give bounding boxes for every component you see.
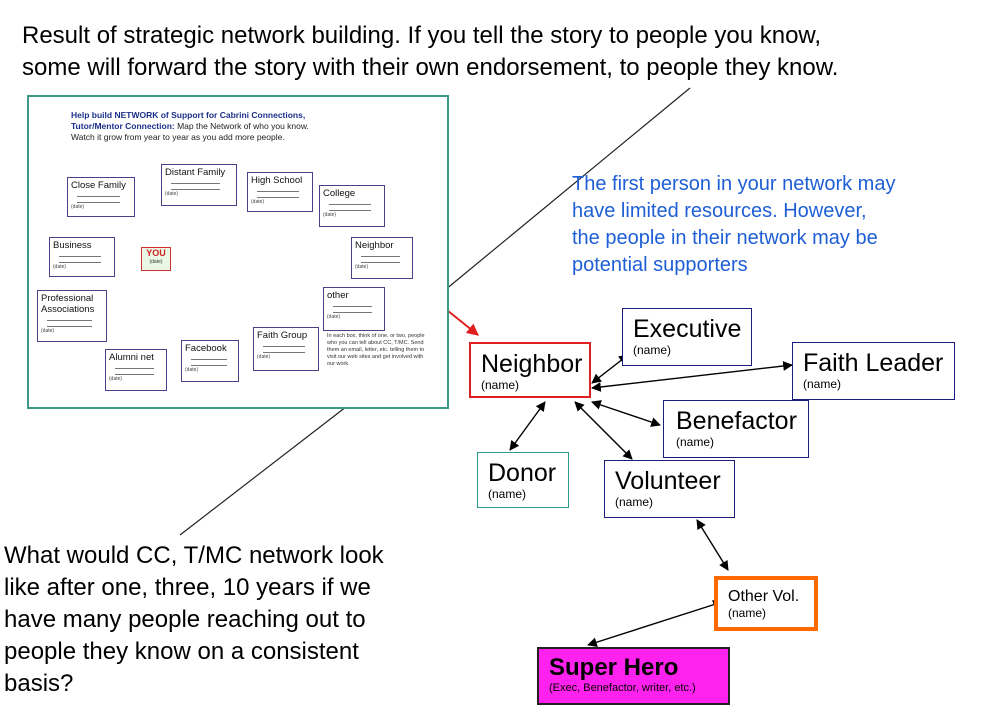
inset-box-close-family: Close Family (date) (67, 177, 135, 217)
node-name: (name) (615, 495, 654, 509)
worksheet-title-bold: Tutor/Mentor Connection: (71, 121, 175, 131)
inset-box-business: Business (date) (49, 237, 115, 277)
inset-box-facebook: Facebook (date) (181, 340, 239, 382)
date-label: (date) (71, 204, 85, 210)
callout-line-1: The first person in your network may (572, 173, 896, 195)
question-line-2: like after one, three, 10 years if we (4, 574, 371, 601)
node-name: (name) (676, 435, 715, 449)
inset-box-distant-family: Distant Family (date) (161, 164, 237, 206)
node-title: Neighbor (481, 350, 583, 378)
date-label: (date) (165, 191, 179, 197)
inset-box-neighbor: Neighbor (date) (351, 237, 413, 279)
network-node-super-hero: Super Hero (Exec, Benefactor, writer, et… (537, 647, 730, 705)
arrow-neighbor-volunteer (574, 401, 633, 460)
inset-box-college: College (date) (319, 185, 385, 227)
worksheet-title: Help build NETWORK of Support for Cabrin… (71, 110, 391, 143)
headline-line-2: some will forward the story with their o… (22, 54, 839, 81)
question-line-1: What would CC, T/MC network look (4, 542, 384, 569)
date-label: (date) (251, 199, 265, 205)
date-label: (date) (323, 212, 337, 218)
date-label: (date) (355, 264, 369, 270)
zoom-line-bottom (179, 399, 356, 536)
box-label: Alumni net (109, 352, 154, 363)
inset-box-other: other (date) (323, 287, 385, 331)
node-name: (name) (728, 606, 767, 620)
node-title: Benefactor (676, 407, 797, 435)
node-title: Donor (488, 459, 557, 487)
arrow-neighbor-donor (509, 401, 546, 451)
box-label: High School (251, 175, 303, 186)
network-node-neighbor: Neighbor (name) (469, 342, 591, 398)
network-node-faith-leader: Faith Leader (name) (792, 342, 955, 400)
node-name: (name) (803, 377, 842, 391)
box-label: Faith Group (257, 330, 308, 341)
box-label: other (327, 290, 349, 301)
node-name: (name) (481, 378, 520, 392)
date-label: (date) (41, 328, 55, 334)
node-title: Faith Leader (803, 349, 944, 377)
worksheet-instructions: In each box, think of one, or two, peopl… (327, 333, 425, 367)
arrow-neighbor-benefactor (591, 400, 661, 427)
box-label: Close Family (71, 180, 126, 191)
you-label: YOU (146, 248, 166, 258)
inset-box-professional: Professional Associations (date) (37, 290, 107, 342)
headline-line-1: Result of strategic network building. If… (22, 22, 822, 49)
you-date: (date) (149, 259, 163, 265)
date-label: (date) (257, 354, 271, 360)
question-line-3: have many people reaching out to (4, 606, 366, 633)
network-worksheet-inset: Help build NETWORK of Support for Cabrin… (27, 95, 449, 409)
callout-line-3: the people in their network may be (572, 227, 878, 249)
question-line-5: basis? (4, 670, 74, 697)
network-node-donor: Donor (name) (477, 452, 569, 508)
date-label: (date) (327, 314, 341, 320)
worksheet-title-line-1: Help build NETWORK of Support for Cabrin… (71, 110, 306, 120)
worksheet-title-rest: Map the Network of who you know. (174, 121, 309, 131)
network-node-other-vol: Other Vol. (name) (714, 576, 818, 631)
network-node-benefactor: Benefactor (name) (663, 400, 809, 458)
box-label: Distant Family (165, 167, 226, 178)
date-label: (date) (53, 264, 67, 270)
node-title: Executive (633, 315, 742, 343)
node-title: Other Vol. (728, 588, 800, 605)
inset-box-high-school: High School (date) (247, 172, 313, 212)
zoom-line-top (444, 87, 691, 291)
callout-line-4: potential supporters (572, 254, 748, 276)
network-node-volunteer: Volunteer (name) (604, 460, 735, 518)
you-node: YOU (date) (141, 247, 171, 271)
headline: Result of strategic network building. If… (22, 20, 922, 84)
inset-box-faith-group: Faith Group (date) (253, 327, 319, 371)
arrow-neighbor-faithleader (591, 361, 793, 392)
arrow-othervol-superhero (587, 600, 723, 647)
node-name: (name) (488, 487, 527, 501)
date-label: (date) (185, 367, 199, 373)
node-title: Volunteer (615, 467, 721, 495)
date-label: (date) (109, 376, 123, 382)
node-name: (name) (633, 343, 672, 357)
box-label: Professional Associations (41, 293, 95, 315)
box-label: Business (53, 240, 92, 251)
box-label: Neighbor (355, 240, 394, 251)
network-node-executive: Executive (name) (622, 308, 752, 366)
worksheet-title-line-3: Watch it grow from year to year as you a… (71, 132, 285, 142)
callout-line-2: have limited resources. However, (572, 200, 867, 222)
inset-box-alumni: Alumni net (date) (105, 349, 167, 391)
question-line-4: people they know on a consistent (4, 638, 359, 665)
box-label: Facebook (185, 343, 227, 354)
question-text: What would CC, T/MC network look like af… (4, 540, 424, 700)
box-label: College (323, 188, 356, 199)
arrow-volunteer-othervol (696, 519, 729, 571)
callout-text: The first person in your network may hav… (572, 171, 962, 279)
node-subtitle: (Exec, Benefactor, writer, etc.) (549, 682, 696, 694)
node-title: Super Hero (549, 654, 679, 681)
